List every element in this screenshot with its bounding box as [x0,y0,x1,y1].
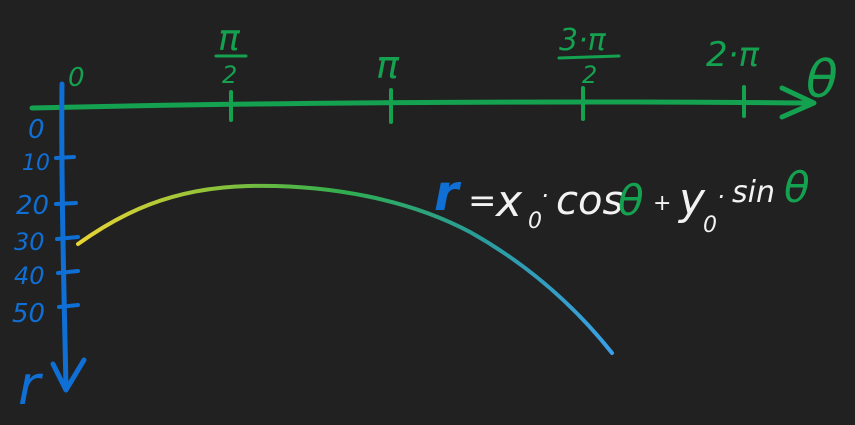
theta-tick-label-3pi-half-bar [557,54,621,60]
r-tick-label-30: 30 [14,228,45,256]
theta-axis-line [29,99,815,111]
formula-dot-1: · [541,182,549,210]
formula-theta-2: θ [784,163,810,212]
r-tick-10 [54,155,76,160]
theta-axis: 0 π 2 π 3·π 2 2·π θ [29,18,838,124]
theta-tick-label-0: 0 [68,63,85,93]
r-tick-label-40: 40 [14,262,45,290]
formula-r: r [434,164,462,222]
hough-formula: r = x 0 · cos θ + y 0 · sin θ [434,163,810,238]
theta-tick-label-pi-half-num: π [218,18,241,59]
r-axis-line [59,81,69,391]
formula-y: y [677,174,706,225]
formula-cos: cos [556,178,623,224]
r-tick-20 [54,201,78,206]
r-axis-arrowhead [50,357,87,393]
theta-tick-label-3pi-half-den: 2 [582,61,597,89]
formula-theta-1: θ [618,176,644,225]
theta-tick-label-pi: π [376,43,400,87]
formula-sin: sin [732,175,775,210]
r-tick-50 [57,303,80,309]
formula-dot-2: · [717,183,725,211]
theta-tick-label-3pi-half-num: 3·π [559,23,607,58]
sinusoid-curve [76,183,614,355]
r-tick-30 [55,235,80,241]
theta-axis-label: θ [806,50,838,110]
r-tick-label-20: 20 [16,191,49,221]
formula-y-subscript: 0 [703,213,717,238]
formula-plus: + [653,191,671,216]
formula-x-subscript: 0 [528,209,542,234]
theta-axis-arrowhead [779,85,817,120]
r-tick-label-10: 10 [22,151,50,176]
r-tick-40 [56,269,80,275]
formula-x: x [494,176,523,227]
r-axis-label: r [18,354,43,417]
r-tick-label-0: 0 [28,115,45,145]
theta-tick-label-2pi: 2·π [706,35,759,75]
formula-equals: = [468,181,497,221]
r-tick-label-50: 50 [12,299,45,329]
r-axis: 0 10 20 30 40 50 r [12,81,87,417]
theta-tick-label-pi-half-den: 2 [222,61,237,89]
